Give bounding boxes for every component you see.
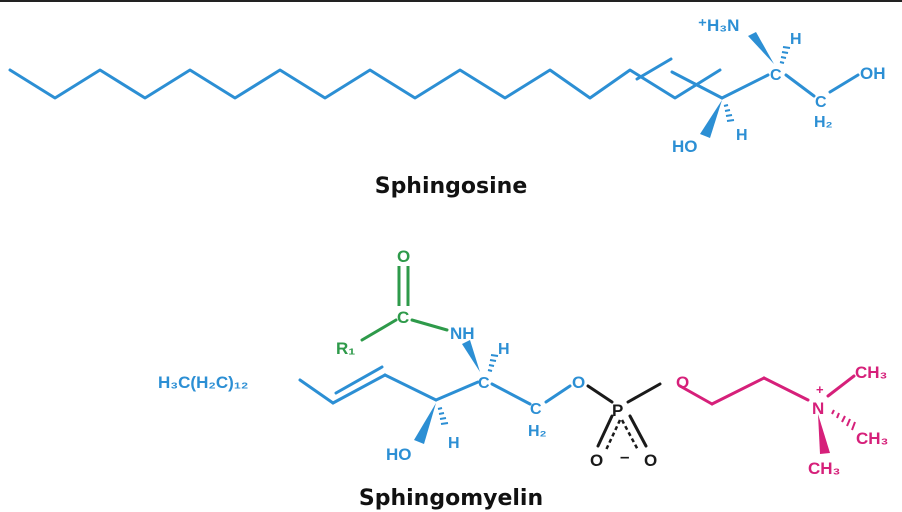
nitrogen-label: N xyxy=(812,399,824,418)
smy-bond-c1-o xyxy=(544,384,572,404)
choline-o-label: O xyxy=(676,373,689,392)
choline-hash-ch3-right xyxy=(831,409,856,431)
sphingosine-h-bottom-label: H xyxy=(736,127,748,144)
sphingomyelin-caption: Sphingomyelin xyxy=(359,486,543,511)
sphingosine-bond-c2-c1 xyxy=(784,73,816,98)
smy-bond-c2-c1 xyxy=(490,382,532,406)
phosphate-bond-o-left xyxy=(596,414,614,448)
smy-bond-c4-c3 xyxy=(383,373,438,402)
sphingosine-bond-c1-oh xyxy=(828,73,860,94)
sphingomyelin-structure: O C R₁ H₃C(H₂C)₁₂ xyxy=(158,247,888,511)
carbonyl-c-label: C xyxy=(397,308,409,327)
smy-c1-label: C xyxy=(530,401,542,418)
acyl-bond-nh xyxy=(410,318,449,332)
smy-hash-h-top xyxy=(487,354,499,372)
smy-h-top-label: H xyxy=(498,341,510,358)
phosphate-bond-choline-o xyxy=(626,382,662,404)
choline-bond-n-ch3-top xyxy=(826,374,856,398)
sphingosine-hash-h-bottom xyxy=(723,104,735,122)
ch3-right-label: CH₃ xyxy=(856,429,888,448)
choline-bond-c2-n xyxy=(762,376,810,402)
smy-h-bottom-label: H xyxy=(448,435,460,452)
sphingosine-bond-c3-c2 xyxy=(720,73,770,100)
phosphate-dash-o-left xyxy=(604,419,622,451)
phosphate-o-left-label: O xyxy=(590,451,603,470)
sphingosine-ho-label: HO xyxy=(672,137,698,156)
smy-c1-h2-label: H₂ xyxy=(528,423,547,440)
choline-bond-c1-c2 xyxy=(710,376,766,406)
phosphate-bond-ester-o xyxy=(586,384,614,404)
sphingosine-wedge-hydroxyl xyxy=(700,100,722,138)
carbonyl-o-label: O xyxy=(397,247,410,266)
smy-ho-label: HO xyxy=(386,445,412,464)
choline-wedge-ch3-bottom xyxy=(818,414,830,454)
r1-label: R₁ xyxy=(336,339,355,358)
smy-wedge-nh xyxy=(462,340,480,372)
tail-label: H₃C(H₂C)₁₂ xyxy=(158,373,248,392)
smy-hash-h-bottom xyxy=(437,407,449,425)
smy-wedge-hydroxyl xyxy=(414,403,436,444)
sphingosine-structure: ⁺H₃N H C C H₂ OH HO H Sphingosine xyxy=(8,16,886,199)
phosphate-o-right-label: O xyxy=(644,451,657,470)
choline-bond-o-c1 xyxy=(678,384,714,406)
ch3-bottom-label: CH₃ xyxy=(808,459,840,478)
sphingosine-double-bond xyxy=(635,57,673,81)
ch3-top-label: CH₃ xyxy=(855,363,887,382)
smy-bond-c3-c2 xyxy=(434,380,480,402)
top-border xyxy=(0,0,902,2)
sphingosine-oh-label: OH xyxy=(860,64,886,83)
phosphate-dash-o-right xyxy=(620,419,640,451)
sphingosine-h-top-label: H xyxy=(790,31,802,48)
smy-c2-label: C xyxy=(478,375,490,392)
nh-label: NH xyxy=(450,324,475,343)
phosphorus-label: P xyxy=(612,401,623,420)
phosphate-bond-o-right xyxy=(628,414,648,448)
ester-o-label: O xyxy=(572,373,585,392)
sphingosine-wedge-amine xyxy=(748,32,774,64)
sphingosine-c1-h2-label: H₂ xyxy=(814,114,833,131)
smy-double-bond xyxy=(334,365,384,395)
sphingosine-carbon-chain xyxy=(8,68,722,100)
sphingosine-c2-label: C xyxy=(770,67,782,84)
acyl-bond-r1 xyxy=(360,318,398,342)
sphingosine-caption: Sphingosine xyxy=(375,174,528,199)
phosphate-charge-label: – xyxy=(620,447,629,466)
sphingosine-bond-c3-c4 xyxy=(670,70,724,100)
sphingosine-hash-h-top xyxy=(779,46,791,64)
smy-bond-tail xyxy=(298,378,335,405)
smy-bond-c5-c4 xyxy=(331,373,387,405)
sphingosine-c1-label: C xyxy=(815,94,827,111)
sphingosine-amine-label: ⁺H₃N xyxy=(698,16,739,35)
nitrogen-charge-label: + xyxy=(816,382,824,397)
